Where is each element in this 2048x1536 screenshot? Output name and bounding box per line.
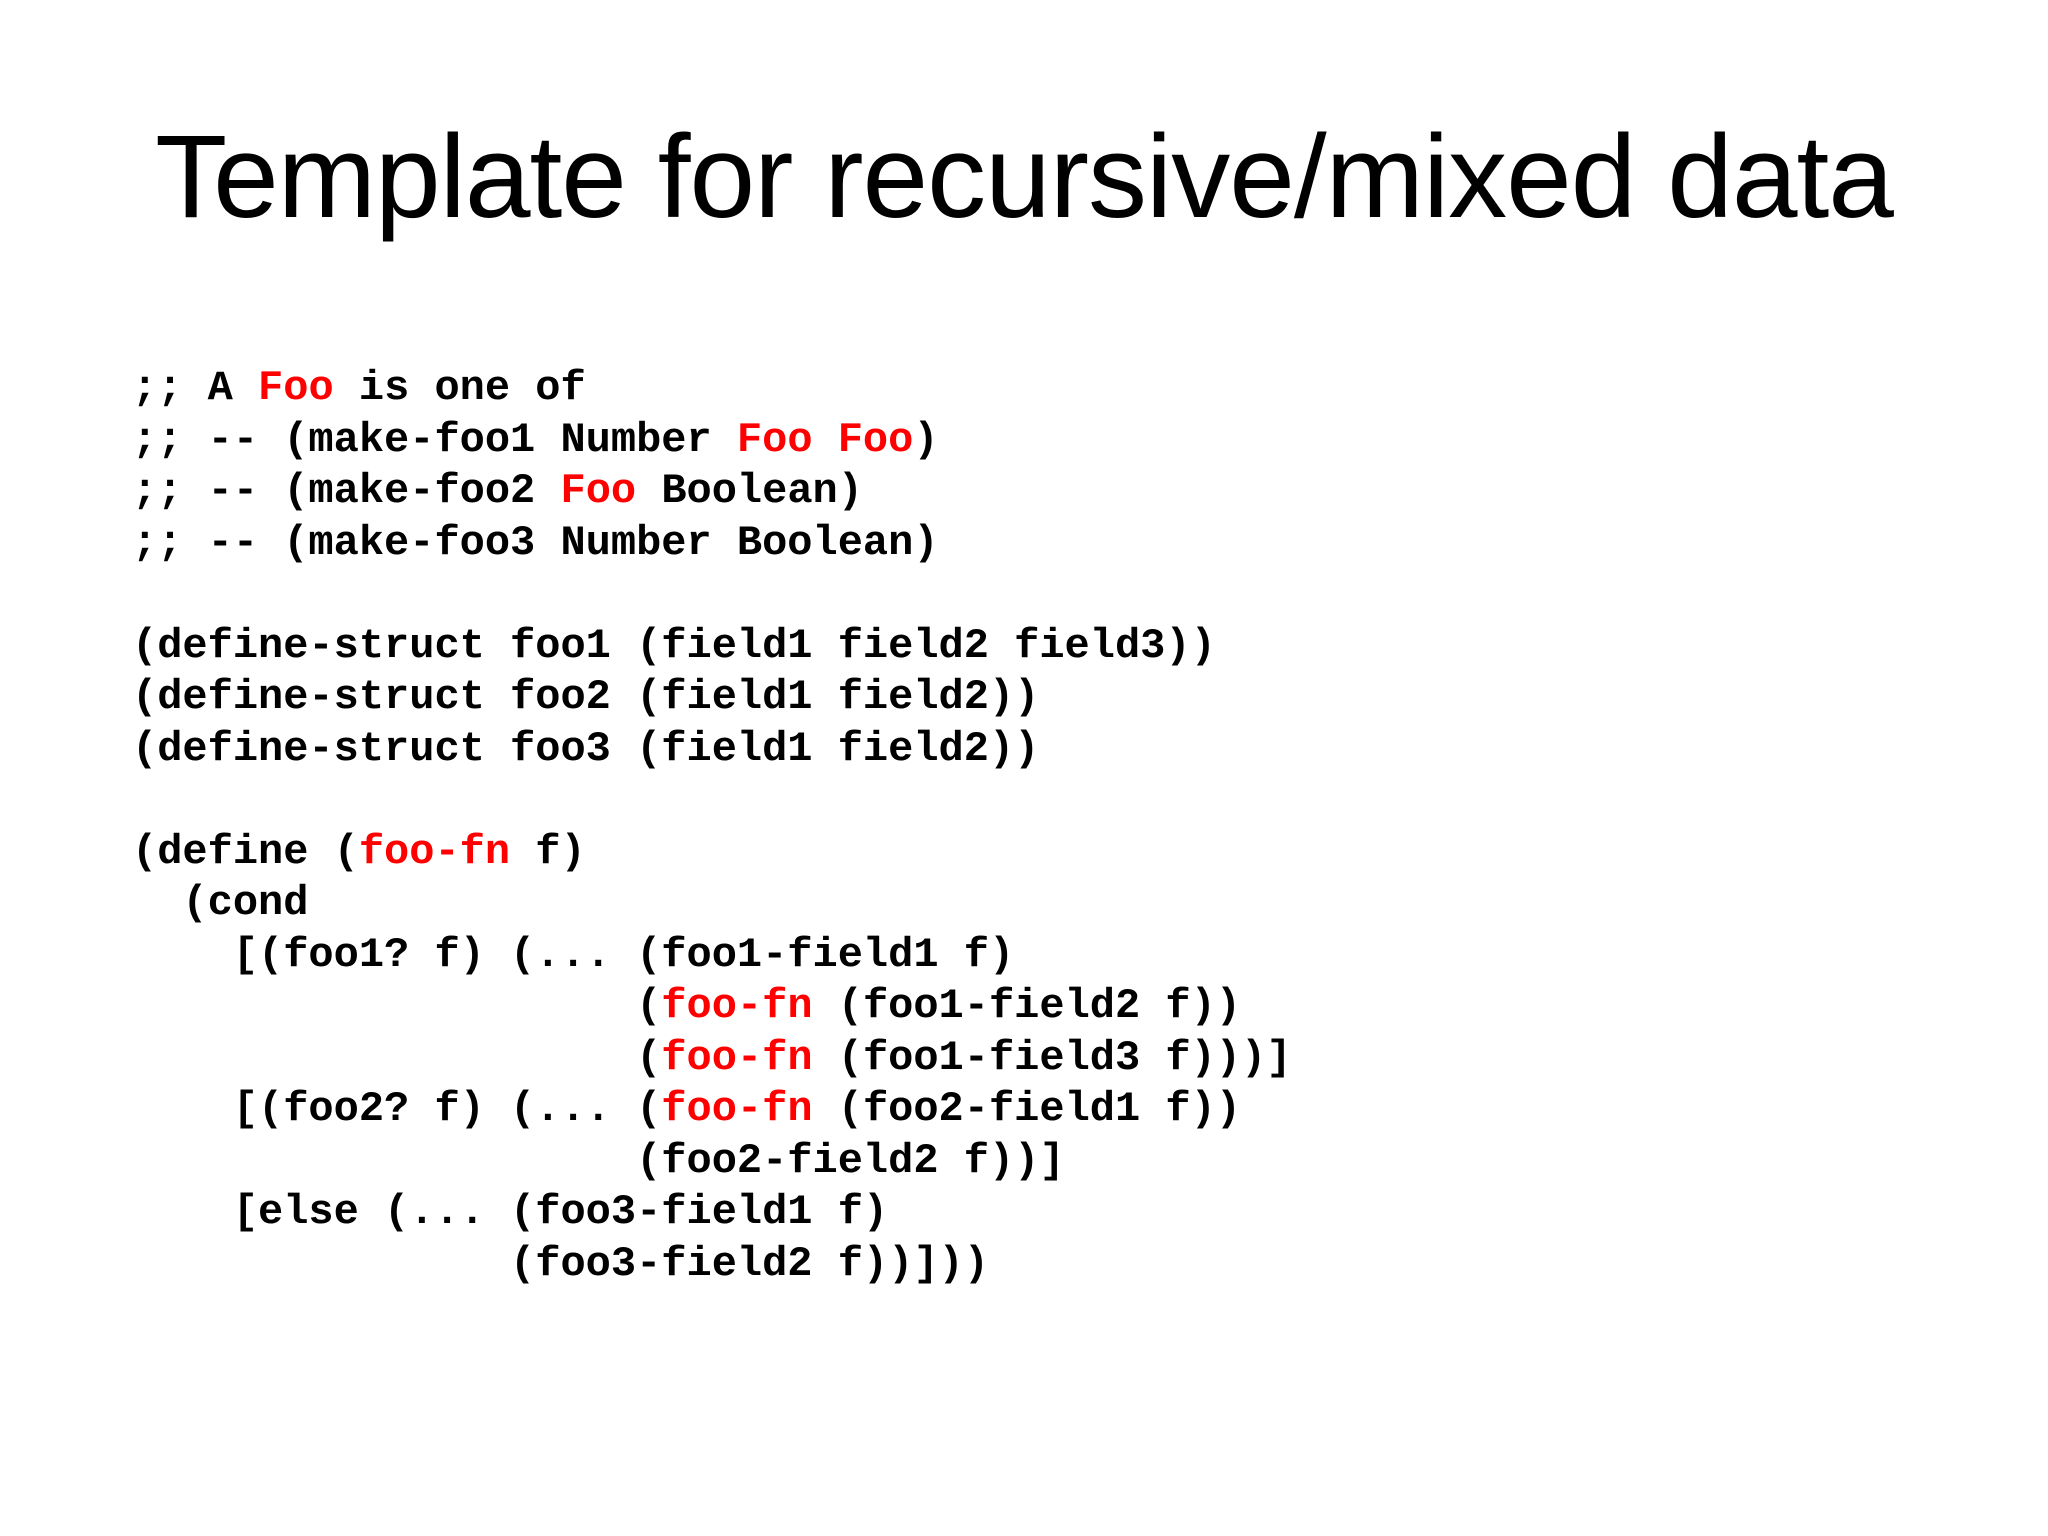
code-line: (cond — [132, 878, 1291, 930]
code-segment: (foo2-field2 f))] — [132, 1136, 1065, 1185]
code-segment: [(foo2? f) (... ( — [132, 1085, 662, 1133]
code-segment-highlight: Foo — [560, 467, 637, 515]
code-line: ;; -- (make-foo2 Foo Boolean) — [132, 466, 1291, 518]
code-line — [132, 569, 1291, 621]
code-segment: (foo1-field3 f)))] — [812, 1033, 1292, 1082]
code-line: (define-struct foo1 (field1 field2 field… — [132, 621, 1291, 673]
code-line — [132, 775, 1291, 827]
code-segment: ;; A — [132, 364, 259, 412]
code-segment: (cond — [132, 879, 309, 927]
code-segment: ( — [132, 1033, 662, 1082]
code-segment: (define-struct foo2 (field1 field2)) — [132, 673, 1040, 721]
code-segment-highlight: Foo Foo — [736, 415, 914, 464]
code-segment: ) — [913, 415, 939, 464]
code-segment-highlight: Foo — [258, 364, 334, 412]
code-segment: [(foo1? f) (... (foo1-field1 f) — [132, 930, 1015, 979]
code-segment-highlight: foo-fn — [358, 827, 511, 876]
code-line: (foo-fn (foo1-field2 f)) — [132, 981, 1291, 1033]
code-line: ;; -- (make-foo1 Number Foo Foo) — [132, 415, 1291, 467]
code-line: [(foo1? f) (... (foo1-field1 f) — [132, 930, 1291, 982]
code-segment: (define-struct foo3 (field1 field2)) — [132, 724, 1040, 773]
code-segment: (foo1-field2 f)) — [812, 982, 1242, 1030]
code-segment: (foo2-field1 f)) — [812, 1085, 1242, 1133]
code-segment-highlight: foo-fn — [661, 1085, 813, 1133]
code-segment-highlight: foo-fn — [661, 982, 813, 1030]
code-line: (define (foo-fn f) — [132, 827, 1291, 879]
code-segment: (foo3-field2 f))])) — [132, 1239, 989, 1288]
code-segment: (define-struct foo1 (field1 field2 field… — [132, 621, 1216, 670]
slide-title: Template for recursive/mixed data — [155, 111, 1894, 243]
code-line: ;; -- (make-foo3 Number Boolean) — [132, 518, 1291, 570]
code-segment: (define ( — [132, 827, 359, 876]
code-segment: Boolean) — [636, 467, 863, 515]
code-segment: is one of — [333, 364, 586, 412]
code-segment: f) — [510, 827, 586, 876]
code-segment: ;; -- (make-foo1 Number — [132, 415, 737, 464]
code-segment: ( — [132, 982, 662, 1030]
code-segment: ;; -- (make-foo3 Number Boolean) — [132, 518, 939, 567]
code-segment: ;; -- (make-foo2 — [132, 467, 561, 515]
code-line: (define-struct foo3 (field1 field2)) — [132, 724, 1291, 776]
code-segment: [else (... (foo3-field1 f) — [132, 1188, 889, 1236]
code-line: (foo-fn (foo1-field3 f)))] — [132, 1033, 1291, 1085]
code-block: ;; A Foo is one of;; -- (make-foo1 Numbe… — [132, 363, 1291, 1290]
code-line: [else (... (foo3-field1 f) — [132, 1187, 1291, 1239]
code-segment-highlight: foo-fn — [661, 1033, 813, 1082]
code-line: (foo2-field2 f))] — [132, 1136, 1291, 1188]
code-line: (define-struct foo2 (field1 field2)) — [132, 672, 1291, 724]
code-line: (foo3-field2 f))])) — [132, 1239, 1291, 1291]
code-line: [(foo2? f) (... (foo-fn (foo2-field1 f)) — [132, 1084, 1291, 1136]
code-line: ;; A Foo is one of — [132, 363, 1291, 415]
